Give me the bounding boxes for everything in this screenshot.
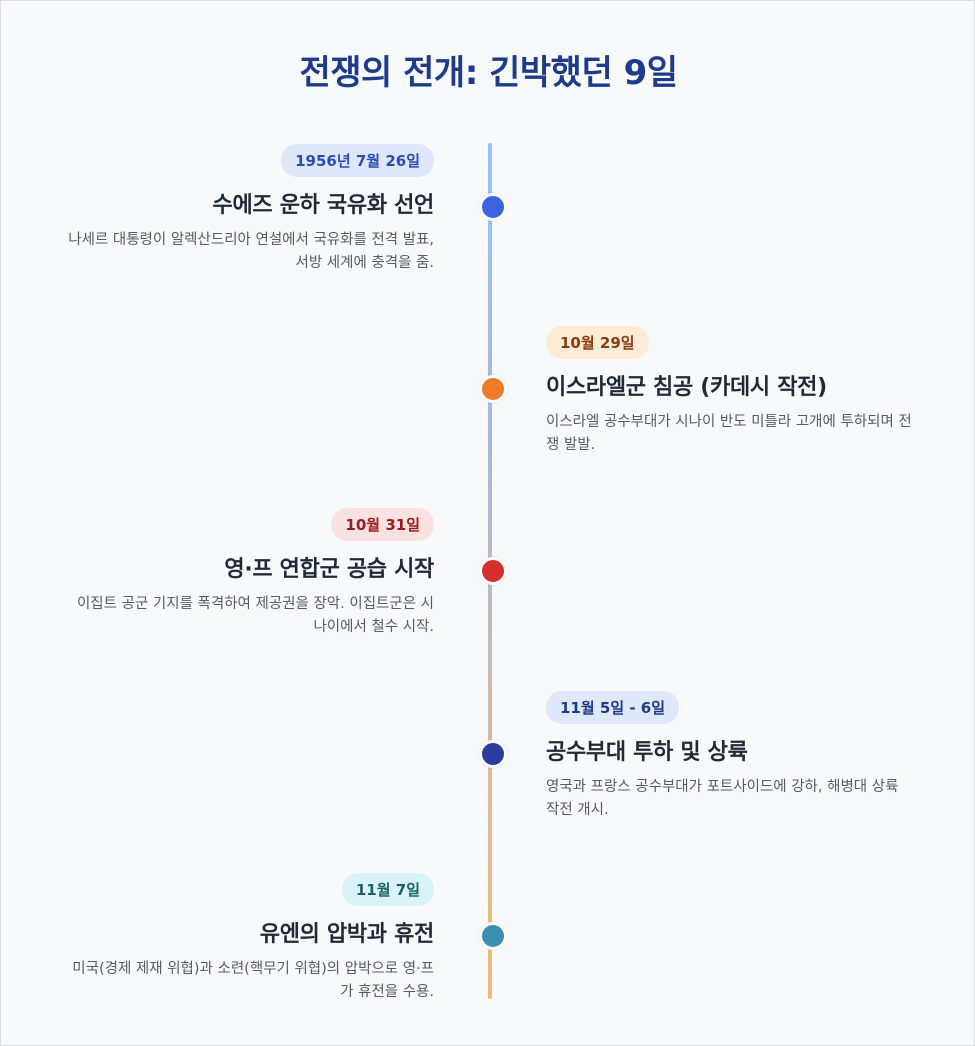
event-title: 이스라엘군 침공 (카데시 작전)	[546, 375, 827, 400]
timeline-dot	[479, 922, 507, 950]
event-description: 영국과 프랑스 공수부대가 포트사이드에 강하, 해병대 상륙 작전 개시.	[546, 779, 899, 818]
event-title: 유엔의 압박과 휴전	[259, 922, 435, 947]
timeline-dot	[479, 740, 507, 768]
timeline-event: 1956년 7월 26일 수에즈 운하 국유화 선언 나세르 대통령이 알렉산드…	[64, 144, 434, 275]
date-badge: 11월 5일 - 6일	[546, 691, 680, 724]
event-description: 이스라엘 공수부대가 시나이 반도 미틀라 고개에 투하되며 전쟁 발발.	[546, 414, 912, 453]
event-description: 이집트 공군 기지를 폭격하여 제공권을 장악. 이집트군은 시나이에서 철수 …	[76, 596, 434, 635]
date-badge: 11월 7일	[341, 873, 434, 906]
date-badge: 10월 29일	[546, 326, 649, 359]
page-title: 전쟁의 전개: 긴박했던 9일	[299, 53, 678, 93]
event-description: 미국(경제 제재 위협)과 소련(핵무기 위협)의 압박으로 영·프가 휴전을 …	[72, 961, 434, 1000]
event-title: 영·프 연합군 공습 시작	[224, 557, 434, 582]
date-badge: 10월 31일	[331, 508, 434, 541]
event-title: 수에즈 운하 국유화 선언	[212, 193, 435, 218]
event-title: 공수부대 투하 및 상륙	[546, 740, 748, 765]
timeline-dot	[479, 375, 507, 403]
timeline-event: 11월 5일 - 6일 공수부대 투하 및 상륙 영국과 프랑스 공수부대가 포…	[546, 691, 916, 822]
timeline-event: 11월 7일 유엔의 압박과 휴전 미국(경제 제재 위협)과 소련(핵무기 위…	[64, 873, 434, 1004]
date-badge: 1956년 7월 26일	[281, 144, 434, 177]
event-description: 나세르 대통령이 알렉산드리아 연설에서 국유화를 전격 발표, 서방 세계에 …	[68, 232, 434, 271]
timeline-event: 10월 31일 영·프 연합군 공습 시작 이집트 공군 기지를 폭격하여 제공…	[64, 508, 434, 639]
timeline-event: 10월 29일 이스라엘군 침공 (카데시 작전) 이스라엘 공수부대가 시나이…	[546, 326, 916, 457]
timeline-dot	[479, 557, 507, 585]
timeline-dot	[479, 193, 507, 221]
